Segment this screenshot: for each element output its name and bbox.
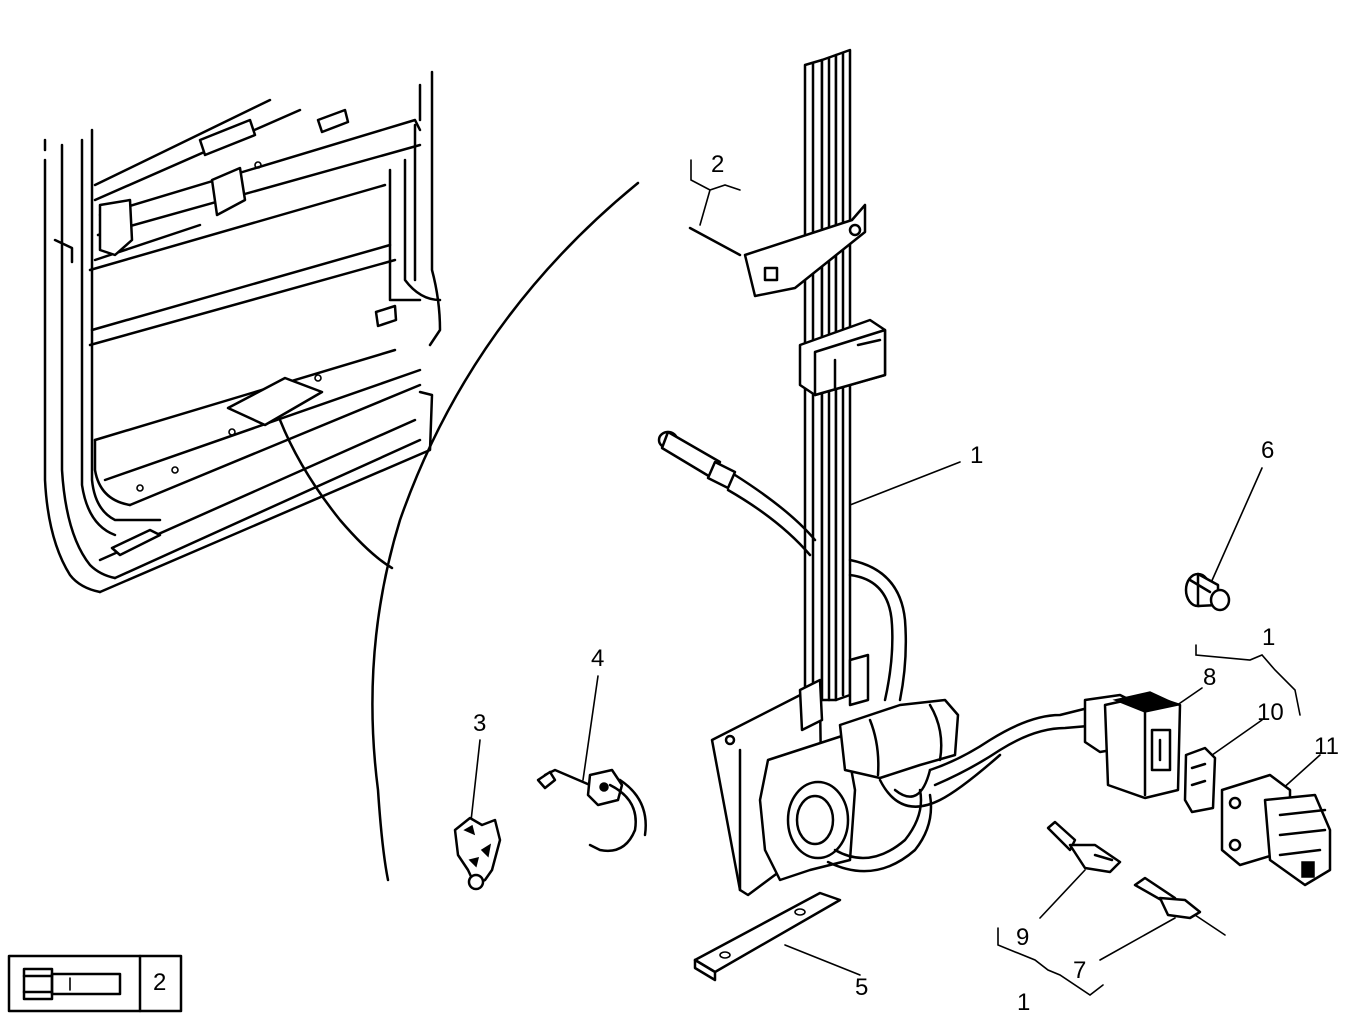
legend-label: 2 bbox=[153, 969, 166, 996]
part-8-connector-housing bbox=[1083, 691, 1182, 800]
part-11-connector bbox=[1220, 773, 1332, 887]
callout-10: 10 bbox=[1257, 699, 1284, 726]
part-10-seal bbox=[1183, 746, 1217, 814]
callout-6: 6 bbox=[1261, 437, 1274, 464]
window-regulator bbox=[657, 48, 1102, 897]
part-9-terminal bbox=[1046, 820, 1122, 874]
callout-2-top: 2 bbox=[711, 151, 724, 178]
part-7-terminal bbox=[1133, 876, 1226, 936]
part-6-grommet bbox=[1184, 572, 1231, 612]
callout-1-regulator: 1 bbox=[970, 442, 983, 469]
legend-box bbox=[7, 954, 183, 1013]
callout-9: 9 bbox=[1016, 924, 1029, 951]
callout-labels: 2 1 6 1 8 10 11 4 3 9 7 5 1 2 bbox=[153, 151, 1339, 1016]
callout-5: 5 bbox=[855, 974, 868, 1001]
part-3-clip bbox=[453, 816, 502, 891]
part-4-cable-tie bbox=[536, 768, 647, 853]
detail-view-arc bbox=[371, 181, 640, 882]
callout-1-terminal-group: 1 bbox=[1017, 989, 1030, 1016]
callout-3: 3 bbox=[473, 710, 486, 737]
callout-8: 8 bbox=[1203, 664, 1216, 691]
door-frame bbox=[43, 70, 442, 594]
callout-leaders bbox=[469, 159, 1321, 996]
callout-1-connector-group: 1 bbox=[1262, 624, 1275, 651]
part-5-plate bbox=[693, 891, 842, 982]
callout-11: 11 bbox=[1314, 733, 1339, 760]
bolt-icon bbox=[22, 967, 122, 1001]
callout-4: 4 bbox=[591, 645, 604, 672]
callout-7: 7 bbox=[1073, 957, 1086, 984]
